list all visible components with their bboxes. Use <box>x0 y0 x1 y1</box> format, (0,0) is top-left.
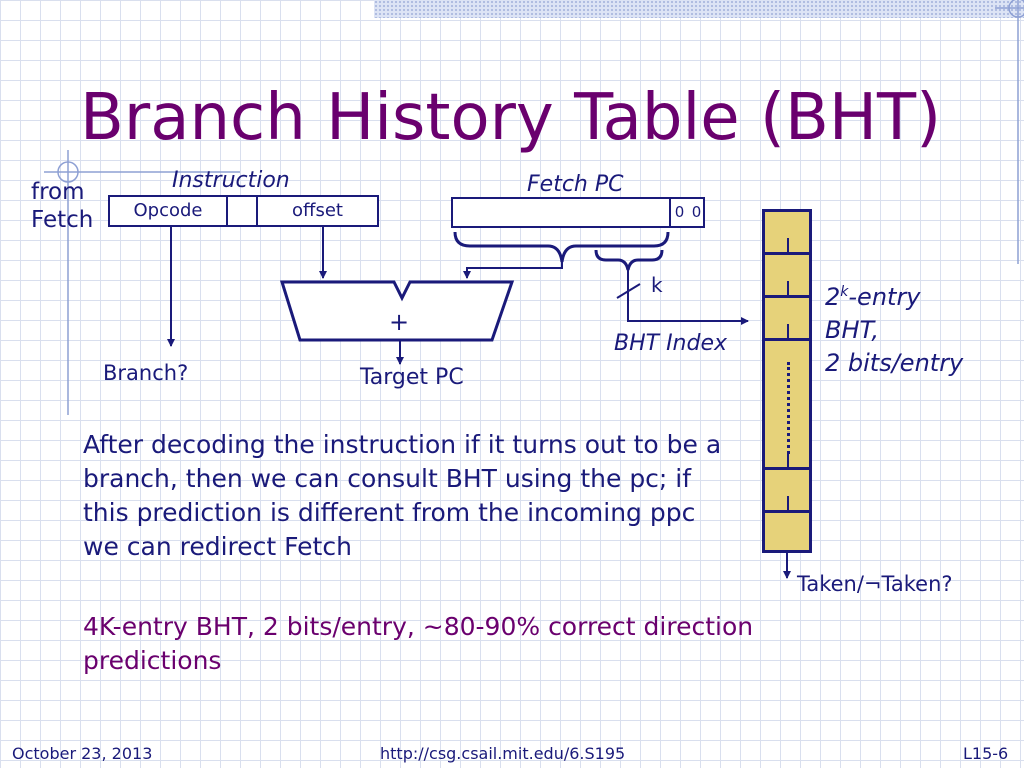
from-fetch-label: from Fetch <box>31 178 93 234</box>
branch-question-label: Branch? <box>103 361 189 385</box>
top-dotted-band <box>374 0 1024 18</box>
fetch-pc-upper-brace <box>453 231 670 263</box>
bht-bit-divider <box>787 324 789 338</box>
taken-not-taken-label: Taken/¬Taken? <box>797 572 953 596</box>
bht-row-divider <box>765 338 809 341</box>
pc-to-adder-wire <box>463 262 563 279</box>
bht-description-line2: BHT, <box>825 316 879 344</box>
bht-description-line1: 2k-entry <box>825 276 963 314</box>
bht-size-rest: -entry <box>848 283 921 311</box>
bht-bit-divider <box>787 281 789 295</box>
bht-index-wire <box>627 270 749 325</box>
footer-slide-number: L15-6 <box>963 744 1009 763</box>
slide-title: Branch History Table (BHT) <box>80 81 942 155</box>
bht-description-line3: 2 bits/entry <box>825 349 964 377</box>
adder-plus-symbol: + <box>389 308 410 336</box>
adder-shape <box>279 280 515 342</box>
zero-bit-2: 0 <box>691 203 702 221</box>
bht-bit-divider <box>787 238 789 252</box>
highlight-paragraph: 4K-entry BHT, 2 bits/entry, ~80-90% corr… <box>83 612 754 675</box>
bht-description: 2k-entry BHT, 2 bits/entry <box>825 276 963 380</box>
from-fetch-line1: from <box>31 179 85 205</box>
fetch-pc-upper-bits <box>453 199 671 226</box>
bht-size-exponent: k <box>840 284 849 300</box>
bht-bit-divider <box>787 496 789 510</box>
bht-index-brace <box>594 249 664 271</box>
zero-bit-1: 0 <box>674 203 685 221</box>
instruction-register: Opcode offset <box>108 195 379 227</box>
bht-ellipsis-dots <box>787 362 790 454</box>
footer-date: October 23, 2013 <box>12 744 153 763</box>
bht-index-label: BHT Index <box>614 331 728 356</box>
from-fetch-line2: Fetch <box>31 207 94 233</box>
bht-table <box>762 209 812 553</box>
fetch-pc-label: Fetch PC <box>527 172 624 197</box>
fetch-pc-register: 0 0 <box>451 197 705 228</box>
k-label: k <box>651 273 663 297</box>
k-bits-slash <box>616 283 641 299</box>
bht-row-divider <box>765 295 809 298</box>
bht-row-divider <box>765 252 809 255</box>
bht-size-base: 2 <box>825 283 841 311</box>
bht-row-divider <box>765 467 809 470</box>
opcode-field: Opcode <box>110 197 228 225</box>
bht-bit-divider <box>787 453 789 467</box>
offset-field: offset <box>292 200 343 221</box>
instruction-label: Instruction <box>172 168 290 193</box>
instruction-middle-field <box>228 197 258 225</box>
target-pc-label: Target PC <box>360 365 464 390</box>
bht-row-divider <box>765 510 809 513</box>
body-paragraph: After decoding the instruction if it tur… <box>83 430 722 561</box>
footer-url[interactable]: http://csg.csail.mit.edu/6.S195 <box>380 744 626 763</box>
